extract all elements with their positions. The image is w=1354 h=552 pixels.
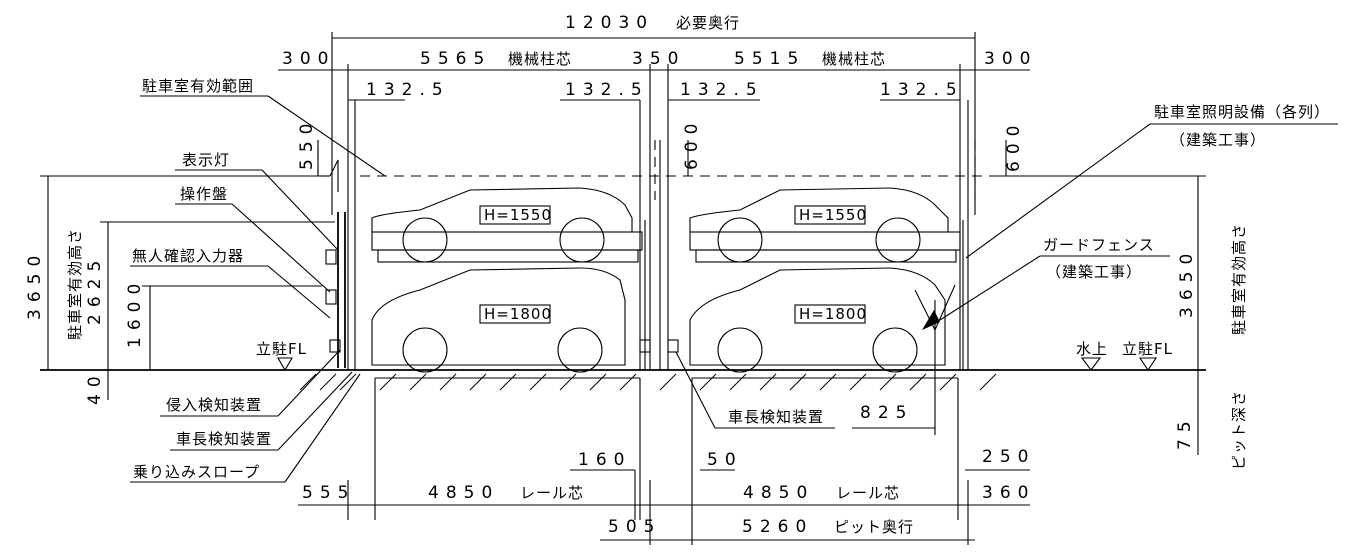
- left-upper-deck: H=1550: [371, 187, 643, 263]
- construction-1-label: （建築工事）: [1170, 131, 1266, 149]
- dim-160: 160: [578, 450, 631, 470]
- car-tag-upper-left: [479, 205, 551, 225]
- parking-range-label: 駐車室有効範囲: [142, 77, 254, 95]
- offset-b: 132.5: [565, 80, 649, 100]
- dim-360: 360: [982, 483, 1035, 503]
- fl-markers: 立駐FL 水上 立駐FL: [256, 340, 1173, 372]
- offset-d: 132.5: [880, 80, 964, 100]
- right-leader-labels: 駐車室照明設備（各列） （建築工事） ガードフェンス （建築工事） 車長検知装置: [675, 103, 1338, 429]
- car-tag-upper-right: [794, 205, 866, 225]
- left-margin-value: 300: [282, 49, 335, 69]
- left-bay-label: 機械柱芯: [508, 50, 572, 68]
- rail-right-value: 4850: [743, 483, 814, 503]
- pit-total-label: ピット奥行: [834, 518, 914, 536]
- center-gap-value: 350: [632, 49, 685, 69]
- car-tag-lower-left: [479, 304, 551, 324]
- clear-right-value: 600: [1004, 119, 1024, 172]
- rail-left-value: 4850: [428, 483, 499, 503]
- guard-fence-label: ガードフェンス: [1043, 236, 1155, 254]
- bottom-dimension-chain: 825 160 50 250 555 4850 レール芯 4850 レール芯 3…: [298, 300, 1035, 545]
- car-tag-upper-left-text: H=1550: [484, 206, 552, 224]
- car-tag-lower-right: [794, 304, 866, 324]
- water-level-label: 水上: [1076, 340, 1108, 358]
- lower-height-value: 1600: [125, 277, 145, 348]
- dim-825: 825: [860, 403, 913, 423]
- rail-left-label: レール芯: [520, 484, 584, 502]
- entry-slope-label: 乗り込みスロープ: [133, 463, 260, 481]
- right-vertical-dims: 3650 駐車室有効高さ 75 ピット深さ 600 600: [682, 117, 1248, 470]
- top-dimension-chain: 12030 必要奥行 300 5565 機械柱芯 350 5515 機械柱芯 3…: [278, 13, 1037, 101]
- offset-c: 132.5: [680, 80, 764, 100]
- construction-2-label: （建築工事）: [1046, 263, 1142, 281]
- car-tag-lower-left-text: H=1800: [484, 305, 552, 323]
- indicator-lamp-label: 表示灯: [182, 151, 230, 169]
- right-margin-value: 300: [984, 49, 1037, 69]
- left-equipment: [325, 249, 679, 353]
- rail-right-label: レール芯: [836, 484, 900, 502]
- length-detector-mid-label: 車長検知装置: [728, 408, 824, 426]
- floor-offset-value: 40: [85, 369, 105, 405]
- eff-height-left-label: 駐車室有効高さ: [66, 228, 84, 340]
- standing-fl-left: 立駐FL: [256, 340, 307, 358]
- effective-range-line: [317, 140, 1005, 200]
- right-upper-deck: H=1550: [689, 187, 961, 263]
- clear-left-value: 550: [297, 117, 317, 170]
- control-panel-label: 操作盤: [180, 185, 228, 203]
- overall-depth-value: 12030: [565, 13, 654, 33]
- lighting-label: 駐車室照明設備（各列）: [1154, 103, 1330, 121]
- intrusion-detector-label: 侵入検知装置: [166, 396, 262, 414]
- columns: [331, 70, 976, 370]
- guard-fence-arrow-head: [922, 310, 940, 330]
- dim-555: 555: [302, 483, 355, 503]
- dim-250: 250: [982, 447, 1035, 467]
- car-tag-upper-right-text: H=1550: [799, 206, 867, 224]
- length-detector-left-label: 車長検知装置: [176, 430, 272, 448]
- pit-depth-value: 75: [1175, 414, 1195, 450]
- right-bay-value: 5515: [734, 49, 805, 69]
- offset-a: 132.5: [366, 80, 450, 100]
- pit-total-value: 5260: [742, 517, 813, 537]
- standing-fl-right: 立駐FL: [1122, 340, 1173, 358]
- dim-50: 50: [707, 450, 743, 470]
- left-bay-value: 5565: [420, 49, 491, 69]
- left-leader-labels: 駐車室有効範囲 表示灯 操作盤 無人確認入力器 侵入検知装置 車長検知装置 乗り…: [130, 77, 386, 483]
- floor: [40, 369, 1206, 545]
- eff-height-right-label: 駐車室有効高さ: [1230, 223, 1248, 335]
- right-lower-deck: H=1800: [689, 267, 956, 373]
- right-bay-label: 機械柱芯: [822, 50, 886, 68]
- car-tag-lower-right-text: H=1800: [799, 305, 867, 323]
- overall-depth-label: 必要奥行: [676, 14, 740, 32]
- left-lower-deck: H=1800: [371, 267, 626, 373]
- pit-depth-label: ピット深さ: [1230, 390, 1248, 470]
- total-height-right: 3650: [1177, 247, 1197, 318]
- clear-mid-value: 600: [682, 117, 702, 170]
- unmanned-confirm-label: 無人確認入力器: [132, 247, 244, 265]
- left-vertical-dims: 3650 駐車室有効高さ 2625 1600 40 550: [25, 117, 335, 405]
- total-height-left: 3650: [25, 249, 45, 320]
- eff-height-left-value: 2625: [85, 254, 105, 325]
- dim-505: 505: [608, 517, 661, 537]
